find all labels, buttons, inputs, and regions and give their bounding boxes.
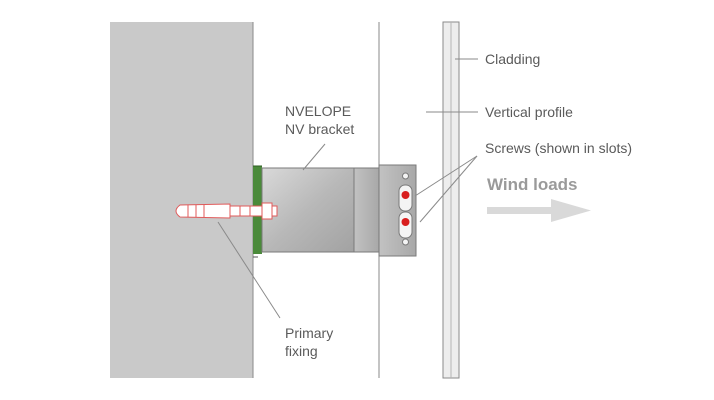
vertical-profile-label: Vertical profile: [485, 104, 573, 120]
leader-screw-upper: [414, 155, 478, 197]
bracket-label-line1: NVELOPE: [285, 103, 351, 119]
screw-slot-hole: [402, 172, 409, 180]
nv-bracket-section: [353, 167, 380, 253]
primary-fixing-label-line2: fixing: [285, 343, 318, 359]
leader-primary-fixing: [217, 221, 281, 319]
leader-screw-lower: [419, 155, 478, 223]
bracket-label-line2: NV bracket: [285, 121, 354, 137]
screws-label: Screws (shown in slots): [485, 140, 632, 156]
screw-upper: [401, 191, 410, 199]
wind-loads-label: Wind loads: [487, 175, 578, 194]
primary-fixing-label-line1: Primary: [285, 325, 333, 341]
leader-bracket: [302, 143, 326, 171]
screw-lower: [401, 218, 410, 226]
cladding-label: Cladding: [485, 51, 540, 67]
nv-bracket-flange: [378, 164, 417, 257]
wind-loads-arrow: [487, 199, 591, 222]
screw-slot-hole: [402, 238, 409, 246]
primary-fixing-anchor: [175, 202, 278, 220]
wall: [110, 22, 253, 378]
